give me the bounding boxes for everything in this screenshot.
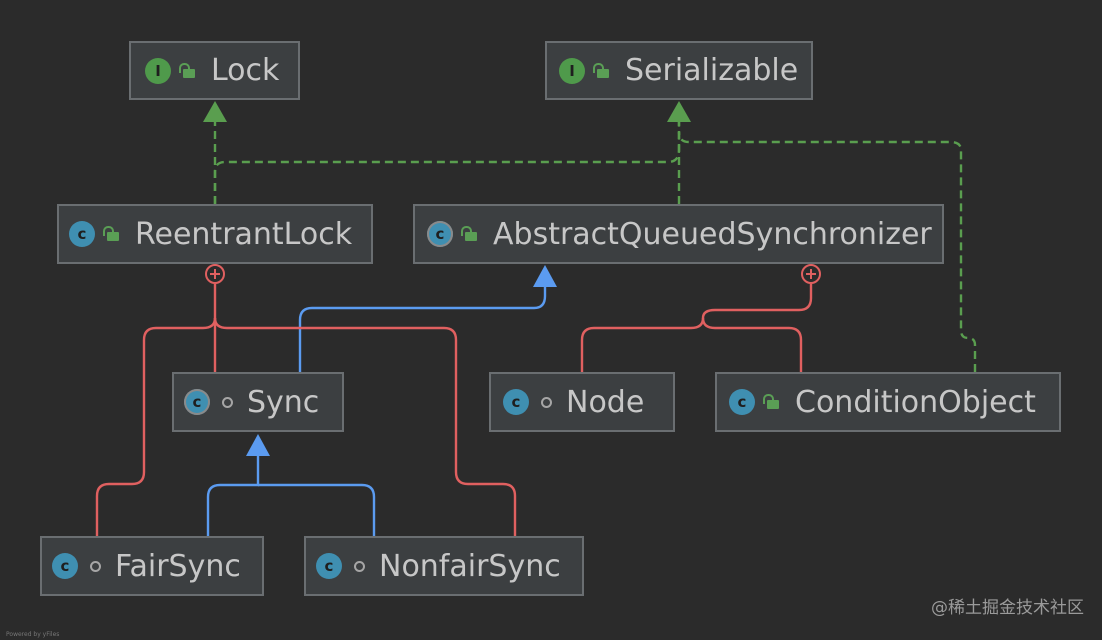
- arrowhead-aqs: [533, 265, 557, 287]
- static-class-icon: c: [503, 389, 529, 415]
- node-conditionobject[interactable]: c ConditionObject: [715, 372, 1061, 432]
- static-class-icon: c: [52, 553, 78, 579]
- edge-nonfairsync-reentrantlock: [213, 317, 517, 536]
- node-label: Node: [566, 384, 645, 420]
- plus-circle-icon: [205, 264, 225, 284]
- node-fairsync[interactable]: c FairSync: [40, 536, 264, 596]
- node-reentrantlock[interactable]: c ReentrantLock: [57, 204, 373, 264]
- package-private-icon: [541, 396, 552, 408]
- interface-icon: I: [559, 57, 585, 84]
- package-private-icon: [222, 396, 233, 408]
- node-label: Lock: [211, 53, 280, 88]
- class-icon: c: [729, 389, 755, 415]
- class-icon: c: [69, 221, 95, 247]
- arrowhead-serializable: [667, 101, 691, 122]
- node-serializable[interactable]: I Serializable: [545, 41, 813, 100]
- edge-sync-aqs: [298, 284, 547, 372]
- node-aqs[interactable]: c AbstractQueuedSynchronizer: [413, 204, 944, 264]
- implements-edges: [213, 120, 977, 372]
- edge-reentrantlock-serializable: [213, 120, 681, 204]
- edge-conditionobject-serializable: [677, 131, 977, 372]
- edge-conditionobject-aqs: [701, 317, 803, 372]
- powered-by-text: Powered by yFiles: [6, 631, 60, 638]
- node-nonfairsync[interactable]: c NonfairSync: [304, 536, 584, 596]
- node-label: AbstractQueuedSynchronizer: [493, 216, 932, 252]
- edge-fairsync-reentrantlock: [95, 317, 217, 536]
- package-private-icon: [354, 560, 365, 572]
- edge-fairsync-sync: [206, 454, 260, 536]
- node-label: NonfairSync: [379, 548, 561, 584]
- inner-class-markers: [205, 264, 821, 284]
- inner-class-edges: [95, 284, 813, 536]
- abstract-class-icon: c: [427, 221, 453, 247]
- node-label: Serializable: [625, 53, 799, 88]
- extends-arrowheads: [246, 265, 557, 456]
- arrowhead-sync: [246, 434, 270, 456]
- node-label: ReentrantLock: [135, 216, 353, 252]
- public-lock-icon: [763, 393, 781, 411]
- abstract-class-icon: c: [184, 389, 210, 415]
- watermark: @稀土掘金技术社区: [931, 598, 1084, 618]
- node-label: Sync: [247, 384, 320, 420]
- extends-edges: [206, 284, 547, 536]
- public-lock-icon: [103, 225, 121, 243]
- node-lock[interactable]: I Lock: [129, 41, 300, 100]
- public-lock-icon: [593, 62, 611, 80]
- edge-nonfairsync-sync: [258, 483, 376, 536]
- public-lock-icon: [461, 225, 479, 243]
- arrowhead-lock: [203, 101, 227, 122]
- plus-circle-icon: [801, 264, 821, 284]
- interface-icon: I: [145, 57, 171, 84]
- package-private-icon: [90, 560, 101, 572]
- implements-arrowheads: [203, 101, 691, 122]
- static-class-icon: c: [316, 553, 342, 579]
- public-lock-icon: [179, 62, 197, 80]
- node-node[interactable]: c Node: [489, 372, 675, 432]
- node-label: ConditionObject: [795, 384, 1036, 420]
- node-sync[interactable]: c Sync: [172, 372, 344, 432]
- node-label: FairSync: [115, 548, 241, 584]
